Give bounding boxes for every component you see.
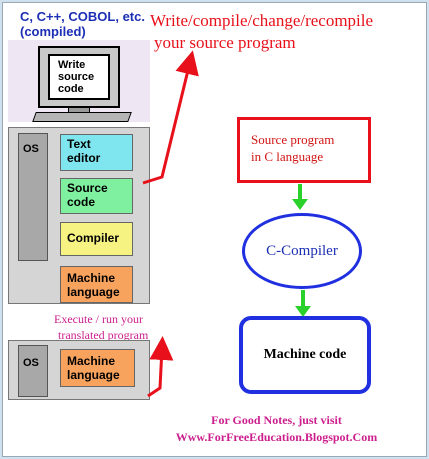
os-column-bottom: OS xyxy=(18,345,48,397)
source-program-box: Source program in C language xyxy=(237,117,371,183)
source-program-line: in C language xyxy=(251,149,324,164)
monitor-text-line: source xyxy=(58,71,95,83)
computer-monitor-icon: Write source code xyxy=(38,46,120,108)
execute-caption: Execute / run your translated program xyxy=(54,311,148,343)
text-editor-line: editor xyxy=(67,151,101,165)
os-column-top: OS xyxy=(18,133,48,261)
machine-code-label: Machine code xyxy=(263,347,347,362)
machine-language-box-top: Machine language xyxy=(60,266,133,303)
languages-line-1: C, C++, COBOL, etc. xyxy=(20,9,145,24)
footer-link: Www.ForFreeEducation.Blogspot.Com xyxy=(175,430,378,444)
source-program-line: Source program xyxy=(251,132,335,147)
execute-caption-line-1: Execute / run your xyxy=(54,312,143,326)
c-compiler-ellipse: C-Compiler xyxy=(242,213,362,289)
os-label: OS xyxy=(23,357,39,369)
source-code-line: Source xyxy=(67,181,108,195)
languages-title: C, C++, COBOL, etc. (compiled) xyxy=(20,9,145,39)
machine-language-box-bottom: Machine language xyxy=(60,349,135,387)
source-code-line: code xyxy=(67,195,96,209)
footer-line-1: For Good Notes, just visit xyxy=(211,413,342,427)
machine-language-line: language xyxy=(67,368,120,382)
monitor-text: Write source code xyxy=(58,59,94,95)
monitor-text-line: code xyxy=(58,83,84,95)
arrow-machine-to-execute xyxy=(147,336,174,398)
arrow-source-to-headline xyxy=(142,50,199,185)
footer-note: For Good Notes, just visit Www.ForFreeEd… xyxy=(154,412,399,446)
compiler-line: Compiler xyxy=(67,231,120,245)
text-editor-line: Text xyxy=(67,137,91,151)
headline-line-1: Write/compile/change/recompile xyxy=(150,11,374,30)
machine-language-line: Machine xyxy=(67,271,116,285)
source-code-box: Source code xyxy=(60,178,133,214)
headline: Write/compile/change/recompile your sour… xyxy=(150,10,373,54)
arrow-source-to-compiler xyxy=(292,184,308,210)
machine-language-line: language xyxy=(67,285,120,299)
compiler-box: Compiler xyxy=(60,222,133,256)
execute-caption-line-2: translated program xyxy=(58,328,149,342)
monitor-text-line: Write xyxy=(58,59,86,71)
machine-code-box: Machine code xyxy=(239,316,371,394)
arrow-compiler-to-machine-code xyxy=(295,290,311,317)
monitor-screen: Write source code xyxy=(48,54,110,100)
os-label: OS xyxy=(23,143,39,155)
languages-line-2: (compiled) xyxy=(20,24,86,39)
text-editor-box: Text editor xyxy=(60,134,133,171)
machine-language-line: Machine xyxy=(67,354,116,368)
headline-line-2: your source program xyxy=(154,33,296,52)
c-compiler-label: C-Compiler xyxy=(266,242,338,259)
